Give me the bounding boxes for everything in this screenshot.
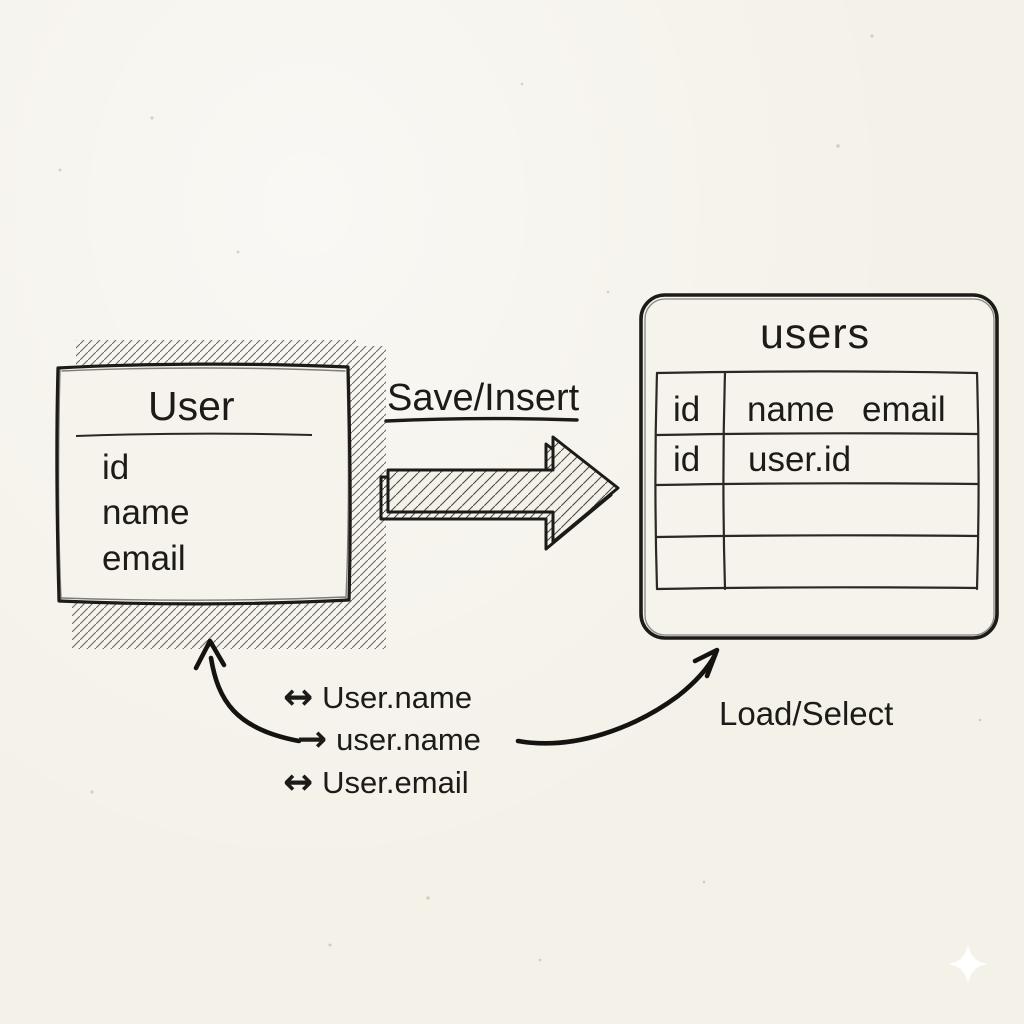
- mapping-label: user.name: [336, 722, 481, 757]
- mapping-row-column-name: → user.name: [297, 722, 481, 758]
- save-label-underline: [384, 416, 579, 423]
- table-column-name: name: [747, 390, 835, 429]
- mapping-label: User.email: [322, 765, 469, 800]
- column-to-table-curve: [515, 647, 720, 746]
- class-to-column-curve: [193, 638, 302, 744]
- load-select-label: Load/Select: [719, 695, 894, 732]
- class-box-title: User: [148, 383, 235, 429]
- table-row-cell-value: user.id: [748, 440, 852, 479]
- class-box-outline-sketch: [57, 367, 350, 601]
- table-grid: [654, 370, 980, 591]
- table-row-cell-id: id: [673, 440, 701, 479]
- table-box-outline-sketch: [644, 298, 995, 636]
- table-column-email: email: [862, 390, 946, 429]
- table-column-id: id: [673, 390, 701, 429]
- class-box-shadow-hatching: [72, 340, 386, 649]
- save-insert-label: Save/Insert: [387, 377, 580, 419]
- table-box-title: users: [760, 310, 871, 358]
- mapping-label: User.name: [322, 680, 473, 715]
- class-field-name: name: [102, 493, 190, 532]
- class-title-divider: [75, 432, 313, 437]
- bidirectional-arrow-icon: ↔: [283, 762, 314, 803]
- class-field-email: email: [102, 539, 186, 578]
- class-field-id: id: [102, 448, 130, 487]
- sparkle-icon: [948, 944, 988, 984]
- mapping-row-user-email: ↔ User.email: [283, 765, 469, 801]
- mapping-row-user-name: ↔ User.name: [283, 680, 472, 716]
- class-box-outline: [55, 362, 352, 606]
- table-box-outline: [639, 293, 999, 640]
- right-arrow-icon: →: [297, 719, 328, 760]
- save-block-arrow: [379, 435, 620, 551]
- bidirectional-arrow-icon: ↔: [283, 677, 314, 718]
